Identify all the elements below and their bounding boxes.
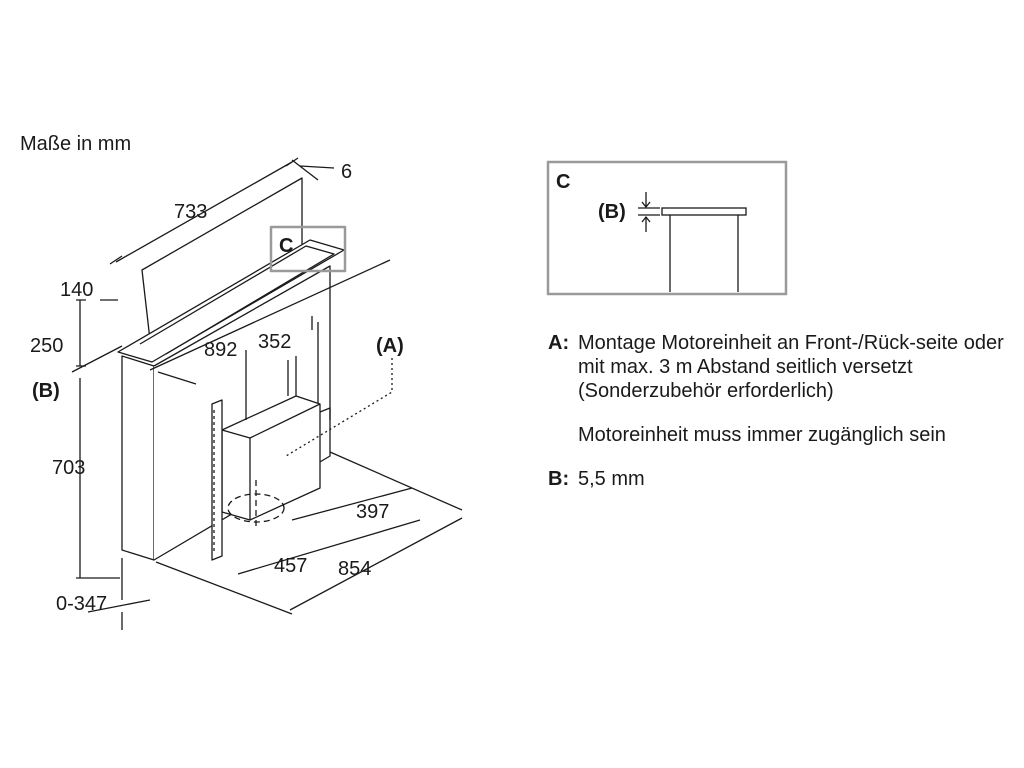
dim-733: 733 [174,201,207,223]
legend-text-a: Montage Motoreinheit an Front-/Rück-seit… [578,332,1004,402]
legend-text-note: Motoreinheit muss immer zugänglich sein [578,424,946,446]
dim-140: 140 [60,279,93,301]
legend-entry-b: B: 5,5 mm [548,467,1018,491]
legend-text-b: 5,5 mm [578,468,645,490]
detail-c-frame [269,225,347,273]
legend: A: Montage Motoreinheit an Front-/Rück-s… [548,331,1018,511]
cabinet-front [121,355,155,561]
dim-250: 250 [30,335,63,357]
dim-457: 457 [274,555,307,577]
dim-854: 854 [338,558,371,580]
detail-box-c: C (B) [546,160,788,296]
dim-6: 6 [341,161,352,183]
legend-entry-note: Motoreinheit muss immer zugänglich sein [548,423,1018,447]
dim-352: 352 [258,331,291,353]
detail-box-gap-label: (B) [598,201,626,223]
legend-entry-a: A: Montage Motoreinheit an Front-/Rück-s… [548,331,1018,403]
dim-397: 397 [356,501,389,523]
legend-key-b: B: [548,468,570,490]
dim-703: 703 [52,457,85,479]
dim-b: (B) [32,380,60,402]
marker-c: C [279,235,293,257]
legend-key-a: A: [548,332,570,354]
marker-a: (A) [376,335,404,357]
detail-box-title: C [556,171,570,193]
dim-892: 892 [204,339,237,361]
dim-0-347: 0-347 [56,593,107,615]
caption: Maße in mm [20,133,131,155]
